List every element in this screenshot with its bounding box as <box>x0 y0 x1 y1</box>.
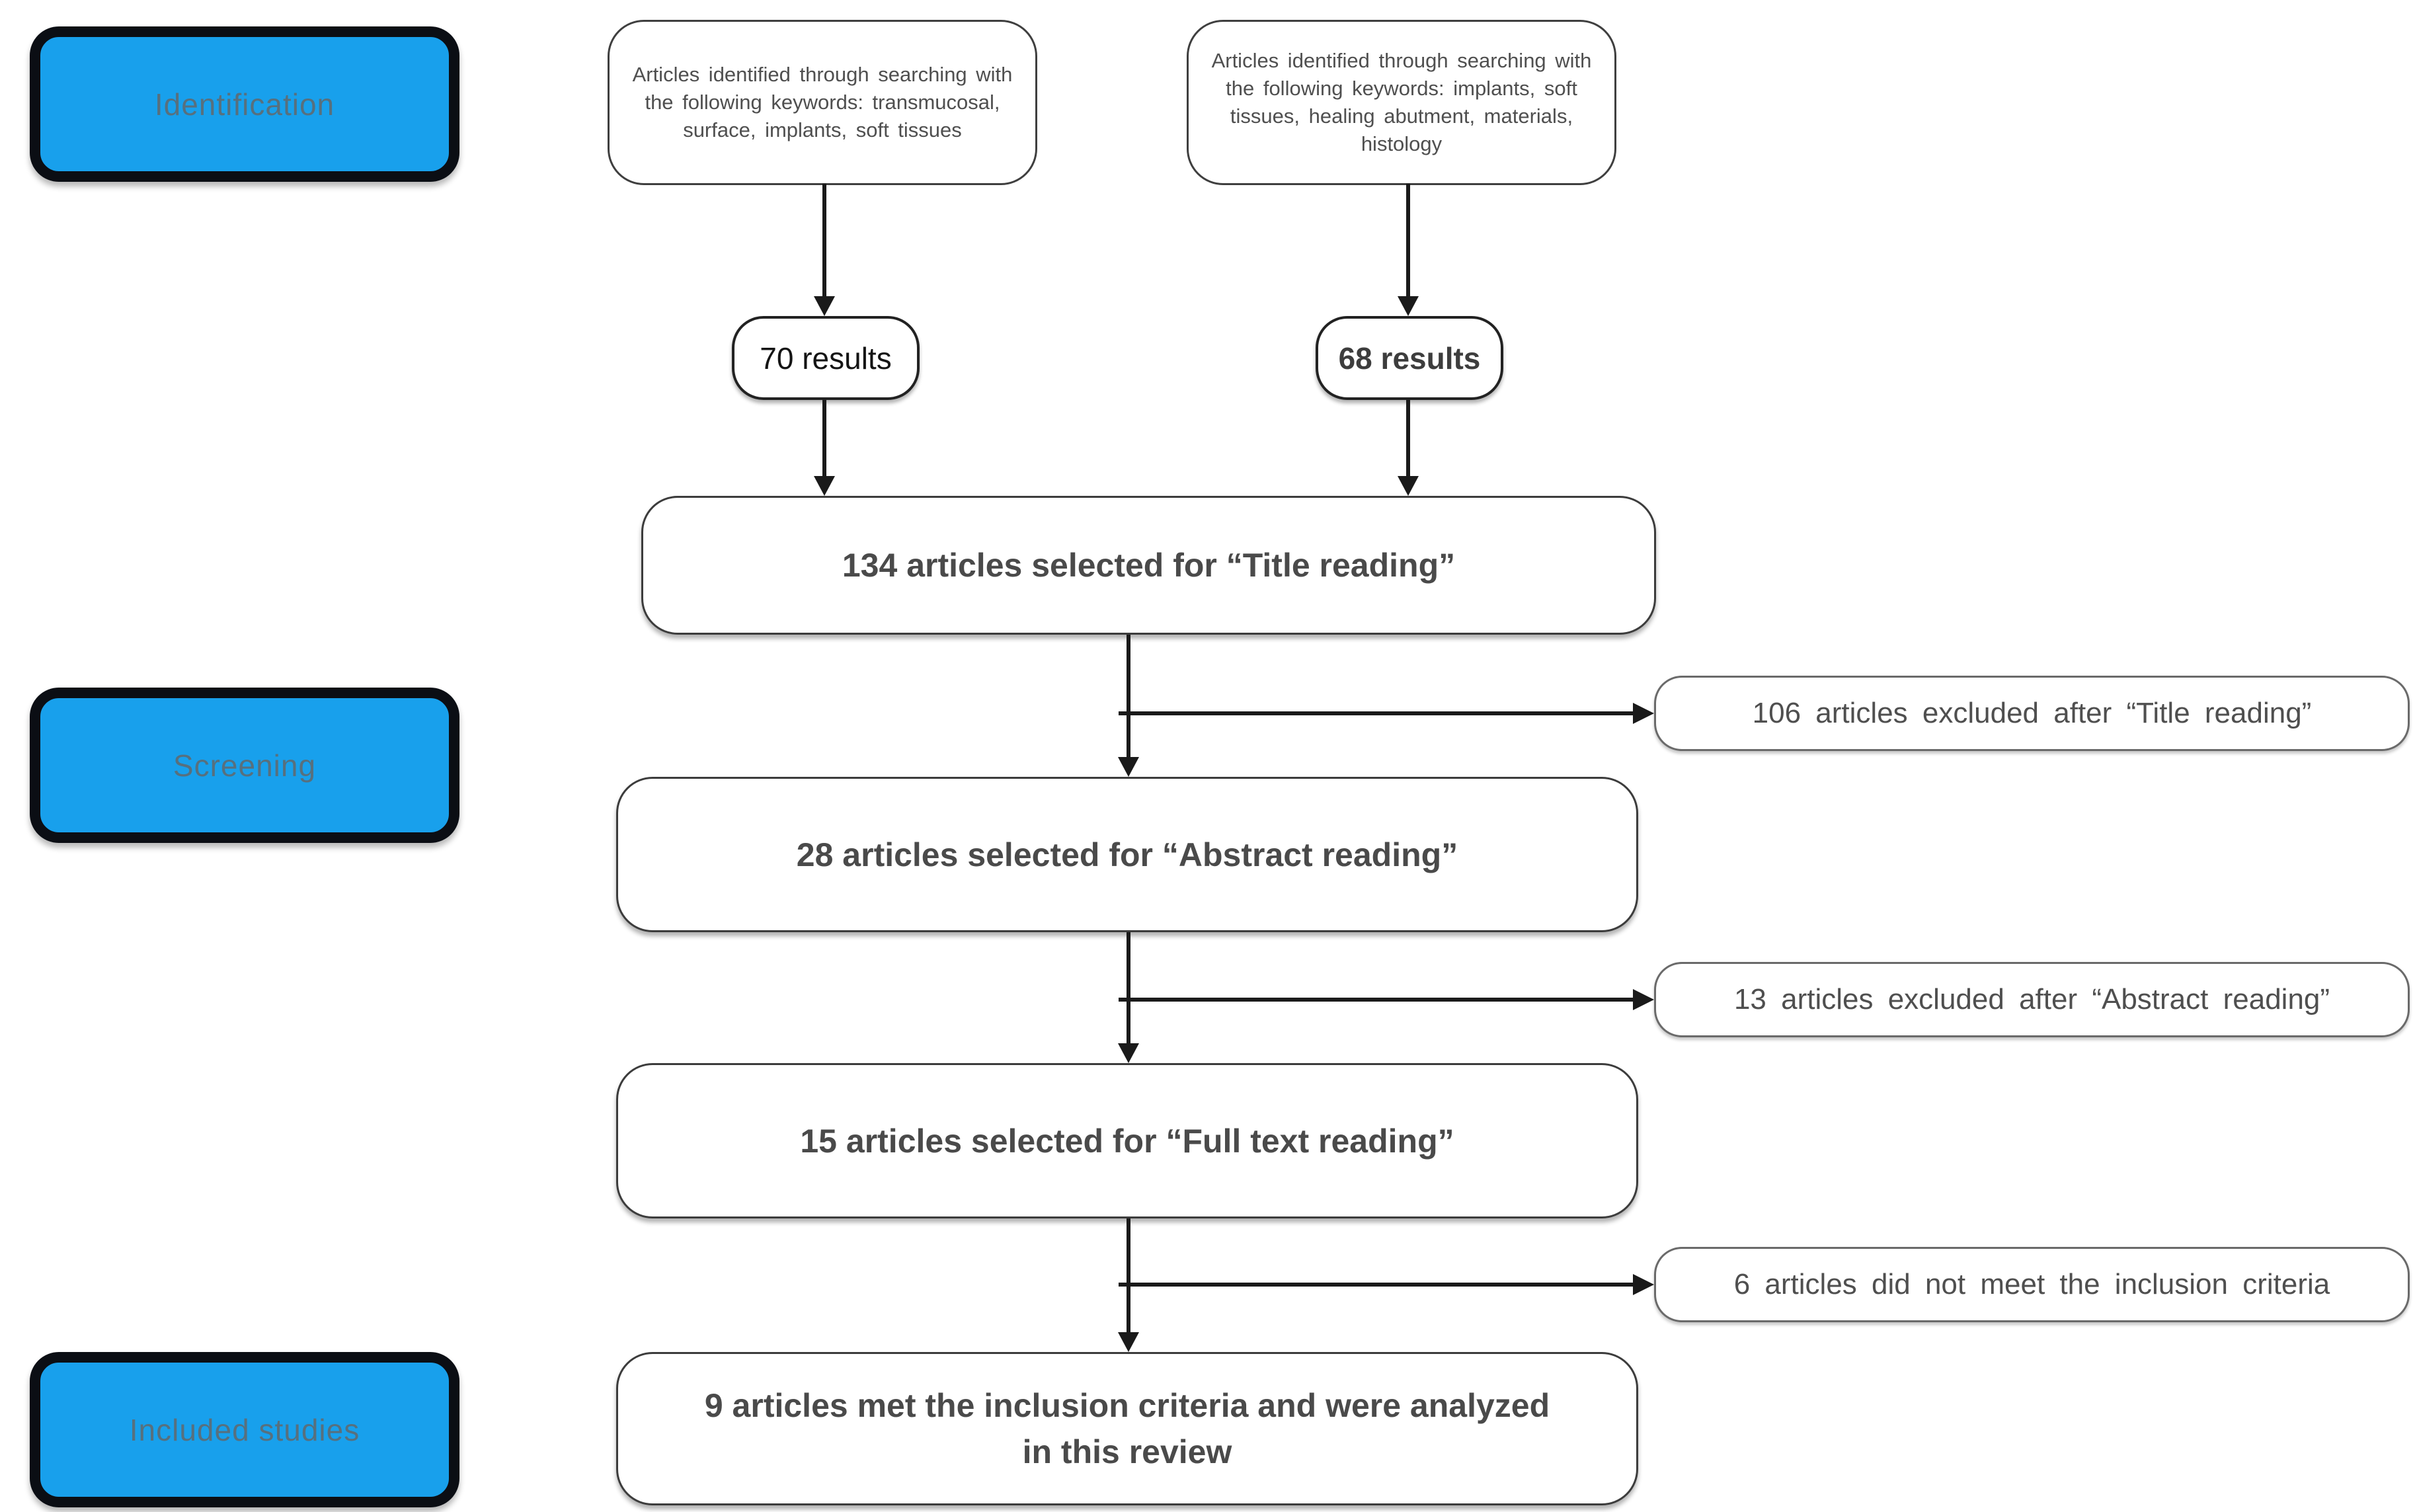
connector-source-left-to-results <box>822 184 826 298</box>
source-left-line2: the following keywords: transmucosal, <box>645 91 1000 114</box>
connector-title-to-abstract <box>1127 635 1130 758</box>
flow-abstract-label: 28 articles selected for “Abstract readi… <box>796 836 1458 873</box>
connector-fulltext-to-included <box>1127 1218 1130 1333</box>
flow-box-abstract-reading: 28 articles selected for “Abstract readi… <box>616 777 1638 932</box>
connector-branch-abstract-exclusion <box>1119 998 1633 1002</box>
source-right-line4: histology <box>1361 132 1443 155</box>
flow-box-full-text-reading: 15 articles selected for “Full text read… <box>616 1063 1638 1218</box>
results-box-left: 70 results <box>732 316 920 400</box>
source-right-line3: tissues, healing abutment, materials, <box>1230 104 1573 128</box>
flow-box-included: 9 articles met the inclusion criteria an… <box>616 1352 1638 1505</box>
flow-box-title-reading: 134 articles selected for “Title reading… <box>641 496 1656 635</box>
exclusion-box-abstract-reading: 13 articles excluded after “Abstract rea… <box>1654 962 2410 1037</box>
results-box-right: 68 results <box>1316 316 1503 400</box>
stage-box-included-studies: Included studies <box>30 1352 459 1507</box>
arrowhead-abstract-to-fulltext-icon <box>1118 1043 1139 1063</box>
flow-included-label: 9 articles met the inclusion criteria an… <box>705 1382 1550 1475</box>
arrowhead-fulltext-to-included-icon <box>1118 1332 1139 1352</box>
results-left-label: 70 results <box>760 340 892 376</box>
source-box-left: Articles identified through searching wi… <box>608 20 1037 185</box>
arrowhead-title-to-abstract-icon <box>1118 757 1139 777</box>
source-right-line1: Articles identified through searching wi… <box>1211 49 1592 72</box>
source-right-line2: the following keywords: implants, soft <box>1226 77 1577 100</box>
exclusion-title-label: 106 articles excluded after “Title readi… <box>1752 697 2312 729</box>
exclusion-fulltext-label: 6 articles did not meet the inclusion cr… <box>1733 1268 2330 1300</box>
connector-source-right-to-results <box>1406 184 1410 298</box>
connector-results-right-to-title <box>1406 400 1410 477</box>
flow-included-line2: in this review <box>1022 1433 1232 1470</box>
connector-abstract-to-fulltext <box>1127 932 1130 1045</box>
source-left-line3: surface, implants, soft tissues <box>683 118 962 141</box>
flow-included-line1: 9 articles met the inclusion criteria an… <box>704 1387 1550 1424</box>
arrowhead-fulltext-exclusion-icon <box>1633 1274 1654 1295</box>
arrowhead-source-left-down-icon <box>814 296 835 316</box>
arrowhead-abstract-exclusion-icon <box>1633 989 1654 1010</box>
source-box-right: Articles identified through searching wi… <box>1187 20 1616 185</box>
stage-box-screening: Screening <box>30 688 459 843</box>
exclusion-abstract-label: 13 articles excluded after “Abstract rea… <box>1733 983 2330 1015</box>
arrowhead-results-right-down-icon <box>1398 476 1419 496</box>
arrowhead-results-left-down-icon <box>814 476 835 496</box>
stage-label-identification: Identification <box>154 87 335 122</box>
exclusion-box-title-reading: 106 articles excluded after “Title readi… <box>1654 676 2410 751</box>
arrowhead-title-exclusion-icon <box>1633 703 1654 724</box>
connector-branch-fulltext-exclusion <box>1119 1283 1633 1287</box>
source-text-left: Articles identified through searching wi… <box>633 61 1013 144</box>
exclusion-box-inclusion-criteria: 6 articles did not meet the inclusion cr… <box>1654 1247 2410 1322</box>
source-left-line1: Articles identified through searching wi… <box>632 63 1013 86</box>
results-right-label: 68 results <box>1338 340 1481 376</box>
arrowhead-source-right-down-icon <box>1398 296 1419 316</box>
stage-label-screening: Screening <box>173 748 317 783</box>
connector-results-left-to-title <box>822 400 826 477</box>
stage-box-identification: Identification <box>30 26 459 182</box>
connector-branch-title-exclusion <box>1119 711 1633 715</box>
source-text-right: Articles identified through searching wi… <box>1212 47 1592 158</box>
stage-label-included-studies: Included studies <box>129 1412 360 1447</box>
flow-title-label: 134 articles selected for “Title reading… <box>842 547 1456 584</box>
flow-fulltext-label: 15 articles selected for “Full text read… <box>800 1122 1454 1160</box>
